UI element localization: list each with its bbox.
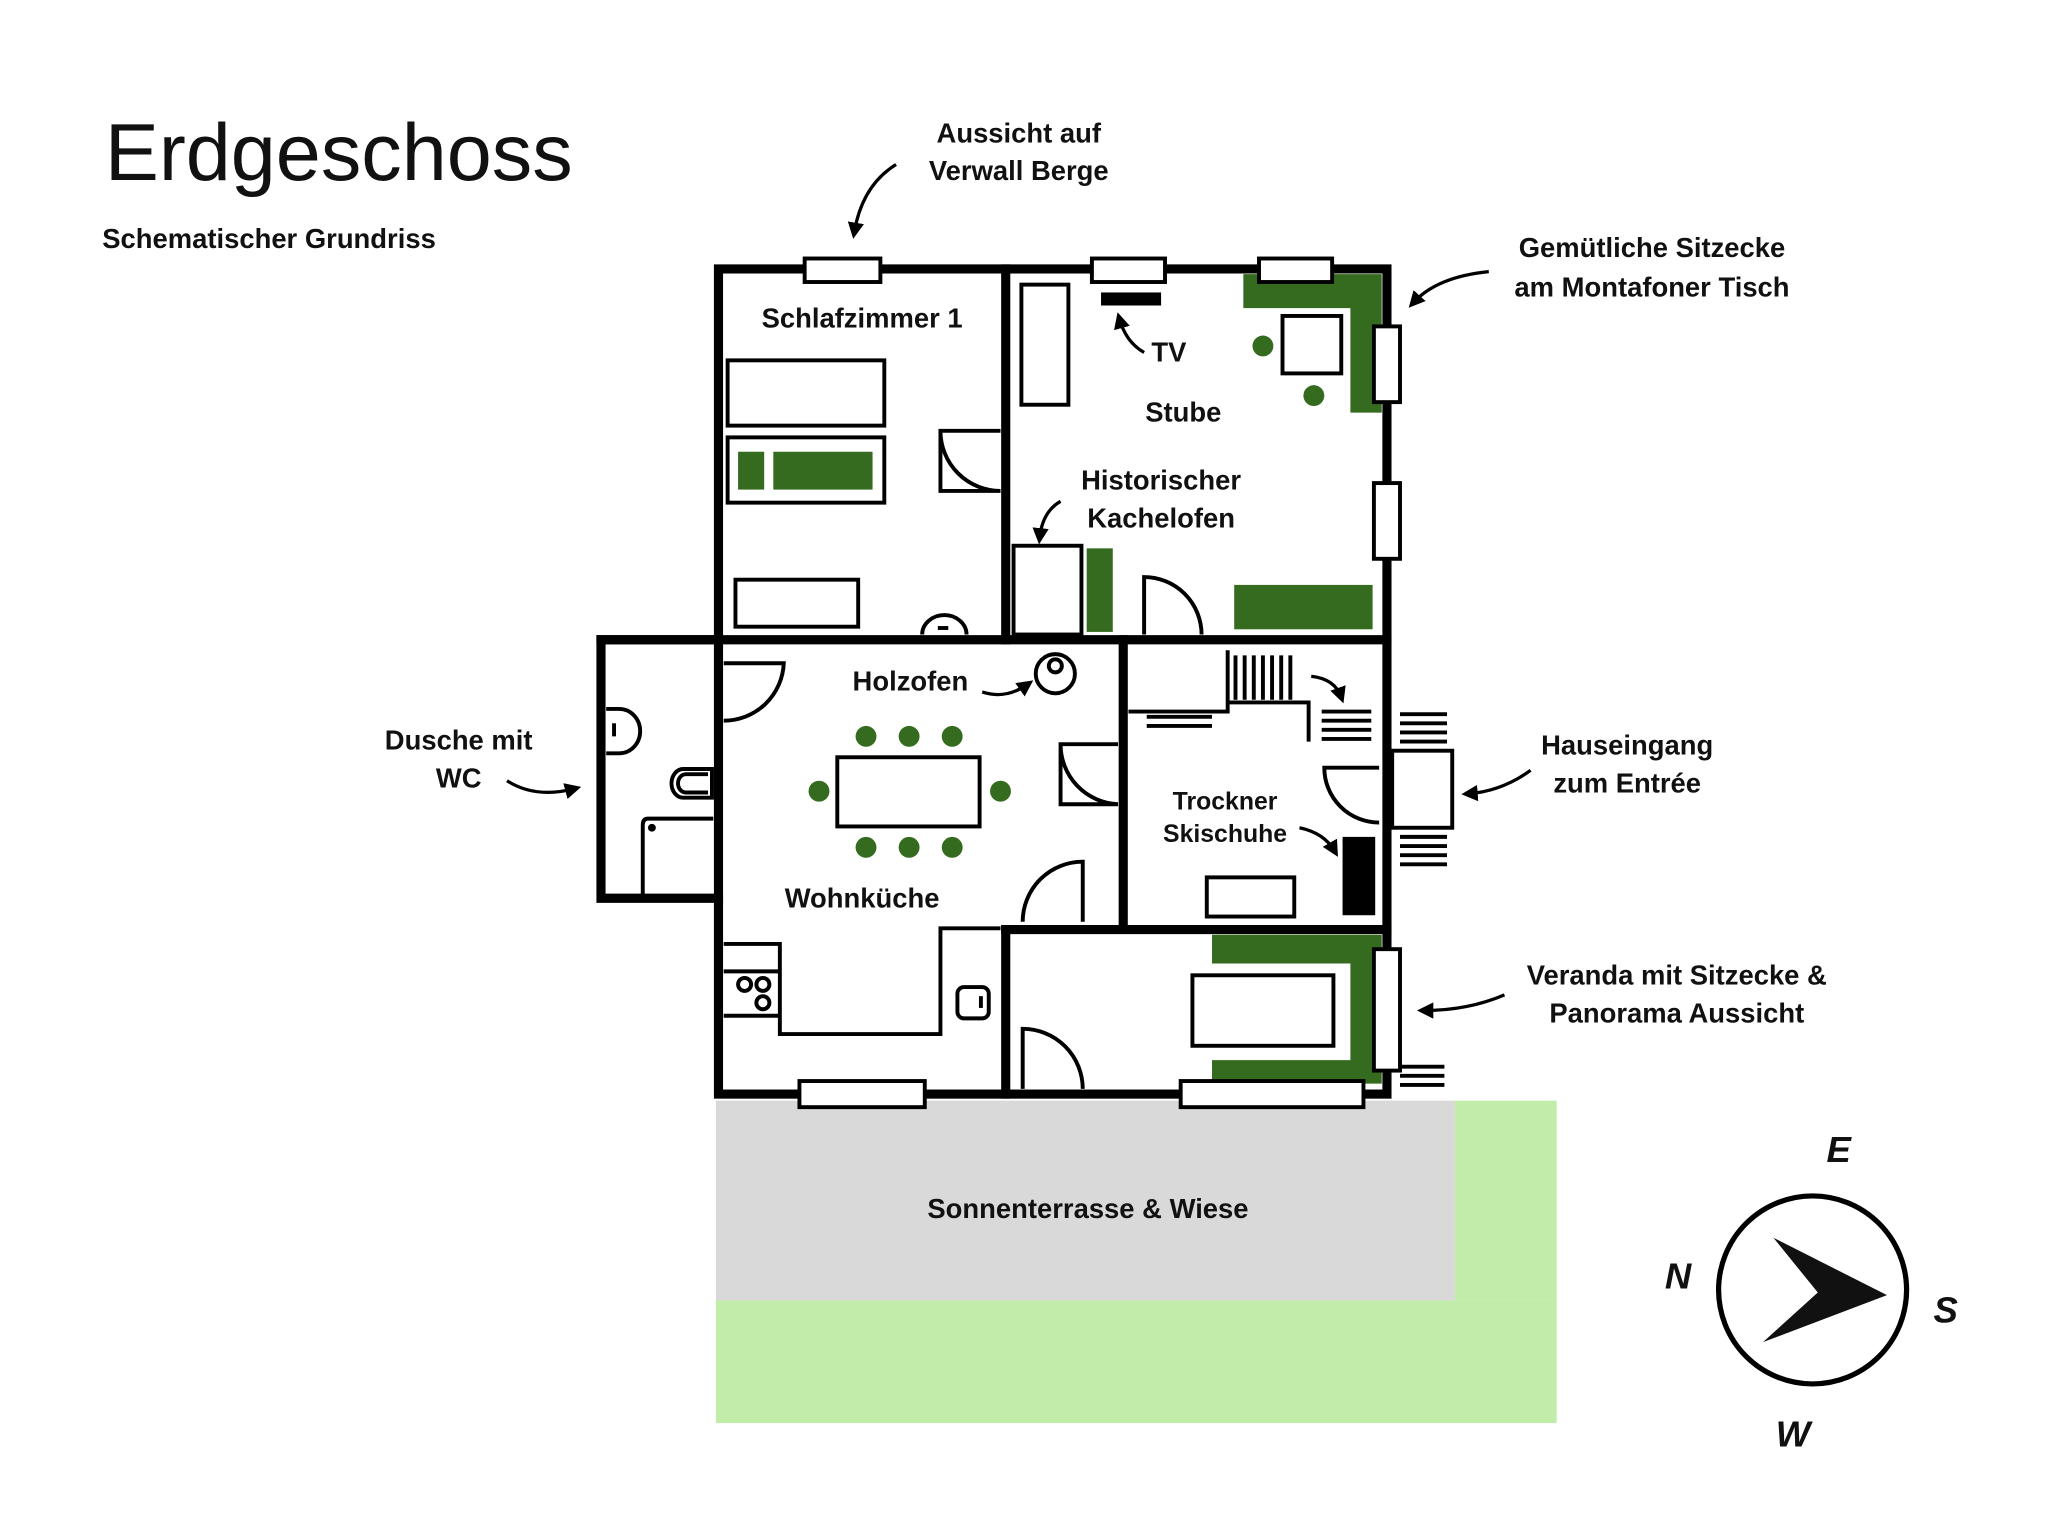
room-label-schlafzimmer: Schlafzimmer 1 [762,303,963,334]
windows [797,256,1402,1110]
compass-s: S [1934,1290,1958,1331]
terrace-label: Sonnenterrasse & Wiese [927,1193,1248,1224]
label-kachelofen-1: Historischer [1081,465,1241,496]
annotation-eingang-1: Hauseingang [1541,730,1713,761]
label-kachelofen-2: Kachelofen [1087,502,1235,533]
label-trockner-1: Trockner [1173,788,1278,815]
walls [596,264,1392,1099]
page-subtitle: Schematischer Grundriss [102,223,436,254]
compass-w: W [1776,1414,1814,1455]
terrace: Sonnenterrasse & Wiese [715,1100,1557,1424]
page-title: Erdgeschoss [105,108,573,198]
doors [723,428,1380,1089]
label-holzofen: Holzofen [853,666,969,697]
annotation-eingang-2: zum Entrée [1553,768,1701,799]
room-label-stube: Stube [1145,397,1221,428]
compass-arrow-icon [1762,1237,1888,1343]
annotation-veranda-2: Panorama Aussicht [1549,997,1804,1028]
label-trockner-2: Skischuhe [1163,821,1287,848]
annotation-aussicht-2: Verwall Berge [929,155,1109,186]
annotation-aussicht-1: Aussicht auf [937,117,1102,148]
annotation-sitzecke-2: am Montafoner Tisch [1514,271,1789,302]
room-label-wohnkueche: Wohnküche [785,882,940,913]
compass-e: E [1827,1129,1853,1170]
compass-ring [1715,1193,1910,1387]
annotation-dusche-1: Dusche mit [385,724,533,755]
annotation-sitzecke-1: Gemütliche Sitzecke [1519,232,1786,263]
compass-n: N [1665,1256,1693,1297]
furniture [606,282,1455,1087]
compass: E N S W [1665,1129,1958,1455]
label-tv: TV [1151,337,1187,368]
annotation-veranda-1: Veranda mit Sitzecke & [1527,959,1827,990]
annotation-dusche-2: WC [436,762,482,793]
